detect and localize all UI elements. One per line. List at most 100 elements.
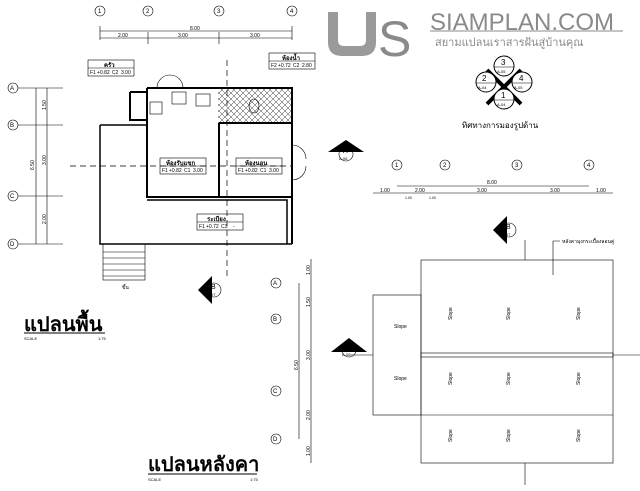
slope-label: Slope: [394, 324, 407, 330]
svg-text:8.00: 8.00: [487, 180, 497, 186]
svg-text:A-06: A-06: [342, 352, 351, 357]
svg-text:C3: C3: [221, 224, 228, 230]
svg-text:2.00: 2.00: [42, 214, 48, 224]
svg-text:1: 1: [98, 9, 102, 15]
svg-text:4: 4: [290, 9, 294, 15]
svg-text:ระเบียง: ระเบียง: [207, 215, 226, 223]
slope-label: Slope: [506, 307, 512, 320]
svg-text:+0.72: +0.72: [206, 224, 219, 230]
svg-text:+0.82: +0.82: [245, 168, 258, 174]
svg-text:1:75: 1:75: [98, 336, 107, 341]
dim-span: 3.00: [178, 33, 188, 39]
svg-text:ห้องนอน: ห้องนอน: [245, 159, 268, 167]
svg-text:1.00: 1.00: [405, 196, 412, 200]
elevation-mark-4: 4A-05: [511, 71, 533, 93]
roof-plan: หลังคามุงกระเบื้องลอนคู่ Slope Slope Slo…: [350, 236, 640, 485]
svg-text:A-07: A-07: [207, 292, 216, 297]
svg-text:2: 2: [443, 163, 447, 169]
bedroom-window: [291, 144, 307, 181]
svg-text:+0.82: +0.82: [97, 70, 110, 76]
slope-label: Slope: [448, 307, 454, 320]
roof-note-leader: [552, 240, 560, 275]
slope-label: Slope: [506, 372, 512, 385]
svg-text:3: 3: [217, 9, 221, 15]
roof-grid-row-C: C: [270, 385, 282, 397]
svg-text:ห้องรับแขก: ห้องรับแขก: [166, 159, 195, 167]
svg-text:B: B: [273, 317, 277, 323]
svg-text:A-04: A-04: [497, 102, 506, 107]
logo-tagline: สยามแปลนเราสารฝันสู่บ้านคุณ: [435, 37, 583, 49]
roof-grid-col-3: 3: [511, 159, 523, 171]
svg-text:+0.72: +0.72: [278, 63, 291, 69]
roof-plan-title: แปลนหลังคา: [148, 454, 259, 476]
svg-text:2: 2: [146, 9, 150, 15]
roof-grid-row-D: D: [270, 433, 282, 445]
veranda-roof: [372, 294, 422, 416]
elevation-key-caption: ทิศทางการมองรูปด้าน: [462, 121, 539, 131]
svg-text:A: A: [273, 281, 277, 287]
floor-plan-title-block: แปลนพื้น SCALE 1:75: [24, 309, 107, 341]
grid-bubble-col-4: 4: [286, 5, 298, 40]
svg-text:2.00: 2.00: [306, 410, 312, 420]
grid-bubble-row-A: A: [7, 82, 63, 94]
svg-text:2.80: 2.80: [302, 63, 312, 69]
svg-text:D: D: [273, 437, 278, 443]
logo-brand: SIAMPLAN.COM: [430, 9, 614, 36]
slope-label: Slope: [576, 429, 582, 442]
svg-text:ครัว: ครัว: [104, 61, 115, 69]
dim-total-side: 6.50: [30, 160, 36, 170]
roof-plan-title-block: แปลนหลังคา SCALE 1:75: [148, 454, 259, 482]
svg-text:1: 1: [395, 163, 399, 169]
svg-text:4: 4: [587, 163, 591, 169]
svg-text:A: A: [343, 148, 348, 155]
svg-text:3.00: 3.00: [306, 350, 312, 360]
roof-note: หลังคามุงกระเบื้องลอนคู่: [562, 236, 614, 245]
svg-text:C: C: [273, 389, 278, 395]
svg-text:1.50: 1.50: [306, 297, 312, 307]
svg-text:C1: C1: [184, 168, 191, 174]
section-mark-B-floor: B A-07: [198, 276, 222, 304]
svg-text:C1: C1: [260, 168, 267, 174]
svg-text:3: 3: [515, 163, 519, 169]
floor-plan-title: แปลนพื้น: [24, 309, 103, 336]
bathroom-tile: [218, 88, 292, 123]
svg-text:B: B: [211, 284, 216, 291]
svg-text:+0.82: +0.82: [169, 168, 182, 174]
dim-span: 2.00: [118, 33, 128, 39]
stair-up-label: ขึ้น: [122, 282, 129, 291]
roof-grid-col-4: 4: [583, 159, 595, 171]
siamplan-logo: S SIAMPLAN.COM สยามแปลนเราสารฝันสู่บ้านค…: [328, 9, 623, 67]
svg-text:C2: C2: [112, 70, 119, 76]
svg-text:B: B: [10, 123, 14, 129]
slope-labels: Slope Slope Slope Slope Slope Slope Slop…: [393, 306, 583, 443]
svg-text:2.00: 2.00: [415, 188, 425, 194]
svg-text:1.50: 1.50: [42, 100, 48, 110]
svg-text:D: D: [10, 242, 15, 248]
svg-text:C2: C2: [293, 63, 300, 69]
section-mark-A-roof: A A-06: [331, 338, 367, 358]
slope-label: Slope: [506, 429, 512, 442]
main-roof: [420, 259, 614, 464]
svg-text:SCALE: SCALE: [148, 477, 161, 482]
section-mark-B-roof: B A-07: [493, 216, 517, 244]
svg-text:C: C: [10, 194, 15, 200]
svg-text:A-05: A-05: [497, 69, 506, 74]
elevation-mark-1: 1A-04: [493, 88, 515, 110]
elevation-direction-key: 3A-05 2A-04 4A-05 1A-04 ทิศทางการมองรูปด…: [462, 55, 539, 131]
section-mark-A-floor: A A-06: [328, 140, 364, 162]
svg-text:F1: F1: [199, 224, 205, 230]
floor-grid: 1 2 3 4 8.00 2.00 3.00 3.00 A B C D 6.50…: [7, 5, 298, 250]
svg-text:F2: F2: [271, 63, 277, 69]
toilet-icon: [248, 98, 260, 114]
svg-text:F1: F1: [162, 168, 168, 174]
floor-plan: ขึ้น: [70, 60, 307, 291]
elevation-mark-3: 3A-05: [493, 55, 515, 77]
svg-text:3.00: 3.00: [269, 168, 279, 174]
svg-text:1.00: 1.00: [380, 188, 390, 194]
dim-total-top: 8.00: [190, 26, 200, 32]
